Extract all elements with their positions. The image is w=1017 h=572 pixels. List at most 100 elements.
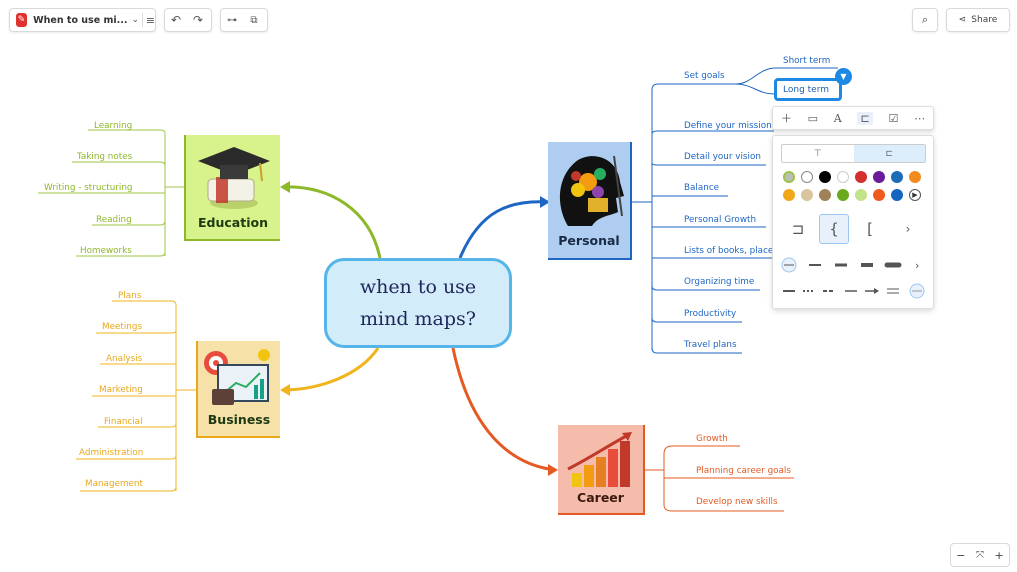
personal-connectors	[632, 67, 838, 354]
insert-toolbar: ⊶ ⧉	[220, 8, 268, 32]
color-swatch-gray[interactable]	[783, 171, 795, 183]
business-connectors	[76, 300, 196, 492]
line-style-row	[781, 283, 926, 299]
personal-item[interactable]: Lists of books, place	[684, 246, 773, 256]
layout-mode-toggle: ⊤ ⊏	[781, 144, 926, 163]
personal-item[interactable]: Personal Growth	[684, 215, 756, 225]
color-swatch-light-green[interactable]	[855, 189, 867, 201]
branch-shape-curly-icon[interactable]: {	[819, 214, 849, 244]
topic-education[interactable]: Education	[184, 135, 280, 241]
branch-personal	[458, 200, 549, 259]
tree-layout-icon[interactable]: ⊏	[853, 145, 925, 162]
color-swatch-yellow[interactable]	[783, 189, 795, 201]
branch-business	[281, 347, 380, 392]
personal-subitem-short-term[interactable]: Short term	[783, 56, 830, 66]
menu-hamburger-icon[interactable]: ≡	[145, 13, 155, 27]
line-width-more-icon[interactable]: ›	[915, 259, 919, 272]
color-swatch-red-orange[interactable]	[873, 189, 885, 201]
education-item[interactable]: Learning	[94, 121, 132, 131]
business-item[interactable]: Financial	[104, 417, 143, 427]
business-item[interactable]: Analysis	[106, 354, 143, 364]
redo-icon[interactable]: ↷	[192, 13, 204, 27]
more-shapes-chevron-icon[interactable]: ›	[905, 222, 911, 236]
color-swatch-red[interactable]	[855, 171, 867, 183]
topic-career-label: Career	[577, 490, 624, 505]
insert-topic-icon[interactable]: ⊶	[227, 14, 237, 26]
color-swatch-green[interactable]	[837, 189, 849, 201]
personal-item[interactable]: Define your mission	[684, 121, 772, 131]
central-topic[interactable]: when to use mind maps?	[324, 258, 512, 348]
org-chart-layout-icon[interactable]: ⊤	[813, 148, 822, 159]
fit-to-screen-icon[interactable]: ⤧	[975, 549, 984, 561]
career-item[interactable]: Growth	[696, 434, 728, 444]
undo-icon[interactable]: ↶	[170, 13, 182, 27]
arrowhead-education	[280, 181, 290, 193]
color-swatch-white[interactable]	[837, 171, 849, 183]
text-format-icon[interactable]: A	[833, 111, 842, 125]
color-swatch-teal-blue[interactable]	[891, 171, 903, 183]
zoom-out-icon[interactable]: −	[956, 548, 966, 562]
education-item[interactable]: Homeworks	[80, 246, 132, 256]
color-swatch-brown[interactable]	[819, 189, 831, 201]
share-button[interactable]: ⋖ Share	[946, 8, 1010, 32]
node-floating-toolbar: ＋ ▭ A ⊏ ☑ ⋯	[772, 106, 934, 130]
long-term-label: Long term	[783, 85, 830, 95]
task-checkbox-icon[interactable]: ☑	[888, 111, 899, 125]
more-options-icon[interactable]: ⋯	[914, 111, 926, 125]
document-title-bar: ✎ When to use mi... ⌄ ≡	[9, 8, 156, 32]
topic-business[interactable]: Business	[196, 341, 280, 438]
search-icon: ⌕	[921, 13, 929, 26]
branch-shape-bracket-icon[interactable]: [	[867, 220, 873, 238]
arrowhead-career	[548, 464, 558, 476]
topic-career[interactable]: Career	[558, 425, 645, 515]
personal-item[interactable]: Organizing time	[684, 277, 754, 287]
arrowhead-personal	[540, 196, 550, 208]
business-item[interactable]: Administration	[79, 448, 143, 458]
personal-item[interactable]: Productivity	[684, 309, 736, 319]
personal-item[interactable]: Set goals	[684, 71, 725, 81]
business-item[interactable]: Plans	[118, 291, 142, 301]
branch-shape-elbow-left-icon[interactable]: ⊐	[791, 220, 805, 238]
education-item[interactable]: Writing - structuring	[44, 183, 133, 193]
color-swatch-blue[interactable]	[891, 189, 903, 201]
business-item[interactable]: Marketing	[99, 385, 143, 395]
color-picker-more-icon[interactable]: ▶	[909, 189, 921, 201]
zoom-in-icon[interactable]: +	[994, 548, 1004, 562]
color-swatch-none[interactable]	[801, 171, 813, 183]
shape-icon[interactable]: ▭	[807, 111, 819, 125]
career-item[interactable]: Develop new skills	[696, 497, 778, 507]
color-swatch-purple[interactable]	[873, 171, 885, 183]
arrowhead-business	[280, 384, 290, 396]
graduation-cap-icon	[198, 147, 270, 209]
business-item[interactable]: Management	[85, 479, 143, 489]
topic-personal[interactable]: Personal	[548, 142, 632, 260]
personal-item[interactable]: Detail your vision	[684, 152, 761, 162]
node-collapse-toggle[interactable]: ▼	[835, 68, 852, 85]
insert-subtopic-icon[interactable]: ⧉	[250, 14, 258, 26]
search-button[interactable]: ⌕	[912, 8, 938, 32]
app-logo-icon[interactable]: ✎	[16, 13, 28, 27]
color-swatch-black[interactable]	[819, 171, 831, 183]
toolbar-divider	[141, 13, 143, 27]
color-swatch-beige[interactable]	[801, 189, 813, 201]
career-connectors	[645, 445, 794, 512]
selected-node-long-term[interactable]: Long term	[774, 78, 842, 101]
personal-item[interactable]: Travel plans	[683, 340, 737, 350]
history-toolbar: ↶ ↷	[164, 8, 212, 32]
business-item[interactable]: Meetings	[102, 322, 142, 332]
education-connectors	[38, 129, 184, 257]
growth-bars-icon	[567, 432, 632, 487]
add-topic-icon[interactable]: ＋	[780, 112, 792, 125]
structure-icon[interactable]: ⊏	[857, 111, 873, 125]
education-item[interactable]: Reading	[96, 215, 132, 225]
title-dropdown-chevron-icon[interactable]: ⌄	[131, 15, 139, 25]
color-swatch-orange[interactable]	[909, 171, 921, 183]
education-item[interactable]: Taking notes	[76, 152, 133, 162]
personal-item[interactable]: Balance	[684, 183, 719, 193]
document-title[interactable]: When to use mi...	[33, 14, 128, 26]
career-item[interactable]: Planning career goals	[696, 466, 791, 476]
topic-business-label: Business	[207, 412, 271, 427]
central-topic-line-2: mind maps?	[360, 308, 476, 330]
central-topic-line-1: when to use	[359, 276, 477, 298]
